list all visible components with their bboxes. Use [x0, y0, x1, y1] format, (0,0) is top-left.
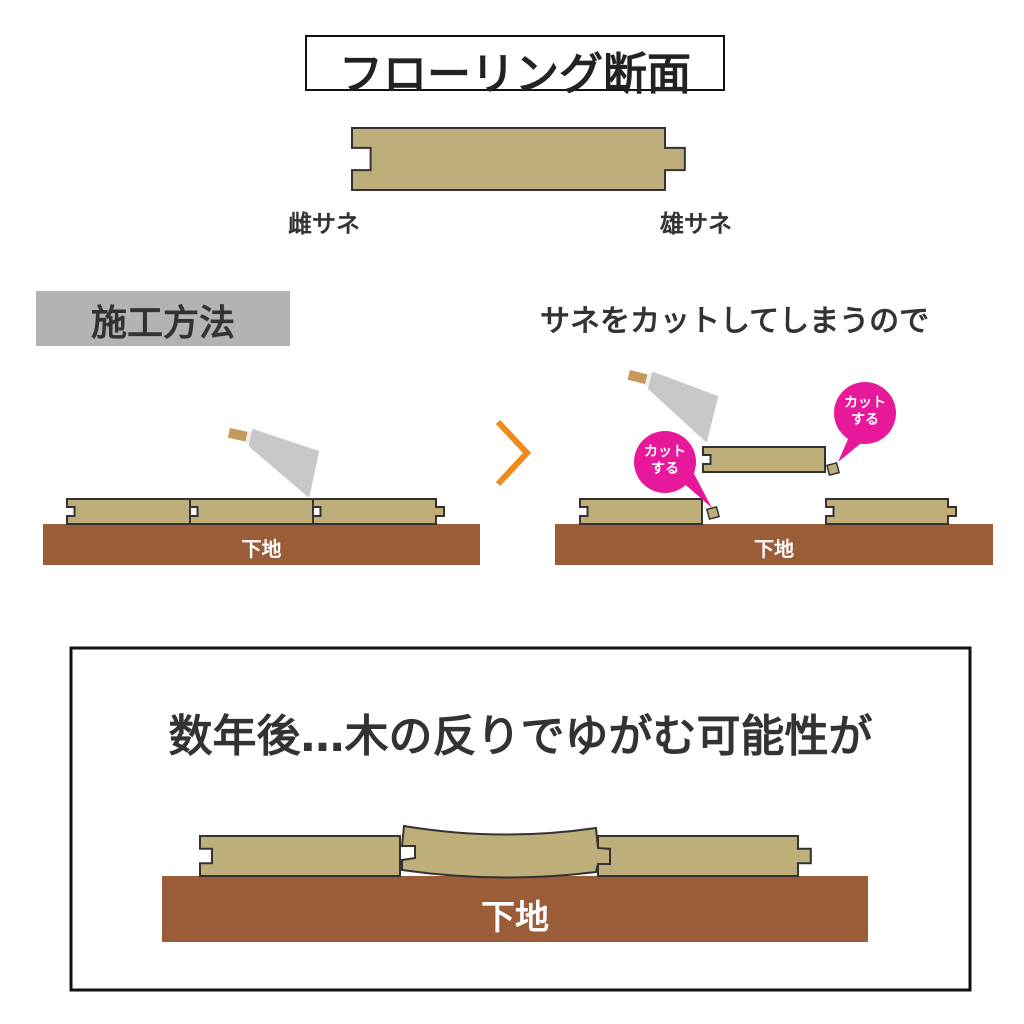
cut-bubble-line2: する [851, 412, 879, 428]
cut-piece [705, 505, 721, 521]
warped-plank [400, 824, 611, 879]
ground-label-left: 下地 [241, 537, 282, 561]
cut-caption: サネをカットしてしまうので [540, 304, 930, 339]
method-heading-bg [36, 291, 290, 346]
chevron-right-icon [495, 419, 532, 487]
floor-plank [189, 498, 314, 525]
floor-plank [597, 835, 812, 877]
cut-bubble-left [634, 431, 712, 508]
warning-text: 数年後…木の反りでゆがむ可能性が [168, 711, 873, 762]
title: フローリング断面 [339, 49, 691, 100]
ground-label-right: 下地 [754, 537, 794, 561]
floor-plank [199, 835, 401, 877]
saw-icon [227, 428, 320, 498]
ground-bottom [162, 876, 868, 942]
cut-bubble-text-left: カット する [634, 444, 696, 478]
floor-plank [66, 498, 191, 525]
saw-icon [627, 370, 719, 443]
ground-left [43, 524, 480, 565]
cut-bubble-line1: カット [844, 395, 886, 411]
flooring-cross-section [351, 127, 686, 191]
floor-plank [312, 498, 445, 525]
cut-bubble-line2: する [651, 461, 679, 477]
title-box [305, 35, 725, 91]
cut-piece [825, 461, 841, 477]
floor-plank [825, 498, 957, 525]
ground-right [555, 524, 993, 565]
cut-bubble-right [834, 382, 896, 462]
floor-plank-cut [702, 446, 826, 473]
floor-plank-cut [579, 498, 703, 525]
cut-bubble-text-right: カット する [834, 395, 896, 429]
ground-label-bottom: 下地 [481, 898, 549, 938]
tongue-label: 雄サネ [660, 210, 732, 238]
warning-box [69, 646, 972, 992]
method-heading: 施工方法 [90, 303, 235, 344]
groove-label: 雌サネ [288, 210, 360, 238]
cut-bubble-line1: カット [644, 444, 686, 460]
